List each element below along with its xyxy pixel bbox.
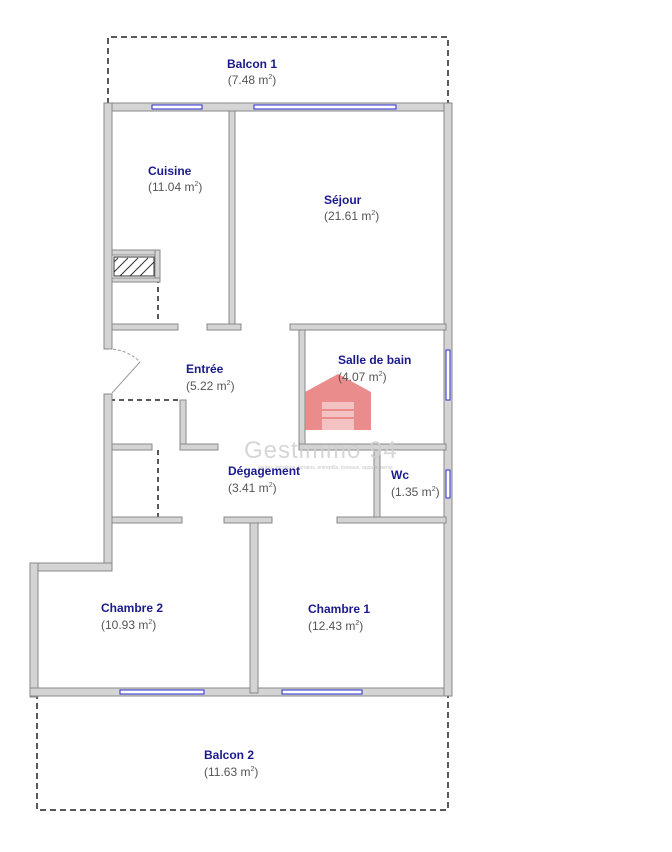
walls: [29, 102, 453, 698]
room-area: (11.04 m2): [148, 180, 202, 194]
room-sejour: Séjour (21.61 m2): [324, 193, 379, 223]
wall: [228, 110, 236, 331]
wall: [29, 562, 39, 698]
window: [445, 469, 451, 499]
room-name: Balcon 2: [204, 748, 254, 762]
room-area: (1.35 m2): [391, 485, 440, 499]
wall: [103, 393, 113, 565]
room-entree: Entrée (5.22 m2): [186, 362, 235, 393]
room-area: (21.61 m2): [324, 209, 379, 223]
windows: [119, 104, 451, 695]
wall: [179, 399, 187, 447]
room-chambre-1: Chambre 1 (12.43 m2): [308, 602, 370, 633]
room-name: Dégagement: [228, 464, 300, 478]
dashed-partitions: [110, 278, 180, 520]
room-area: (12.43 m2): [308, 619, 363, 633]
wall: [111, 323, 179, 331]
wall: [111, 249, 161, 256]
wall: [289, 323, 447, 331]
room-name: Chambre 2: [101, 601, 163, 615]
wall: [111, 277, 161, 283]
room-name: Wc: [391, 468, 409, 482]
wall: [206, 323, 242, 331]
room-area: (3.41 m2): [228, 481, 277, 495]
wall: [154, 249, 161, 281]
window: [253, 104, 397, 110]
room-area: (5.22 m2): [186, 379, 235, 393]
balcon-1-outline: [107, 36, 449, 104]
wall: [298, 443, 447, 451]
wall: [111, 443, 153, 451]
room-wc: Wc (1.35 m2): [391, 468, 440, 499]
room-balcon-2: Balcon 2 (11.63 m2): [204, 748, 258, 779]
window: [445, 349, 451, 401]
room-area: (7.48 m2): [228, 73, 277, 87]
balcon-2-outline: [36, 693, 449, 811]
window: [281, 689, 363, 695]
wall: [103, 102, 113, 350]
room-name: Chambre 1: [308, 602, 370, 616]
chimney-hatch: [113, 256, 155, 277]
window: [151, 104, 203, 110]
watermark-tagline: ventes, locations, terrains, entrepôts, …: [258, 465, 393, 471]
room-name: Salle de bain: [338, 353, 411, 367]
watermark: Gestimmo 94 ventes, locations, terrains,…: [244, 374, 398, 471]
room-area: (10.93 m2): [101, 618, 156, 632]
wall: [298, 329, 306, 447]
room-area: (11.63 m2): [204, 765, 258, 779]
room-salle-de-bain: Salle de bain (4.07 m2): [338, 353, 411, 384]
window: [119, 689, 205, 695]
wall: [29, 562, 113, 572]
entrance-door: [107, 348, 141, 394]
room-balcon-1: Balcon 1 (7.48 m2): [227, 57, 277, 87]
wall: [29, 687, 452, 697]
room-area: (4.07 m2): [338, 370, 387, 384]
room-name: Entrée: [186, 362, 224, 376]
room-chambre-2: Chambre 2 (10.93 m2): [101, 601, 163, 632]
wall: [111, 516, 183, 524]
door-leaf: [111, 361, 141, 394]
door-swing: [107, 348, 141, 363]
wall: [336, 516, 447, 524]
room-name: Cuisine: [148, 164, 192, 178]
balcony-outlines: [36, 36, 449, 811]
room-cuisine: Cuisine (11.04 m2): [148, 164, 202, 194]
wall: [223, 516, 273, 524]
wall: [249, 522, 259, 694]
room-name: Balcon 1: [227, 57, 277, 71]
watermark-brand: Gestimmo 94: [244, 437, 398, 464]
room-degagement: Dégagement (3.41 m2): [228, 464, 300, 495]
room-labels: Balcon 1 (7.48 m2) Cuisine (11.04 m2) Séjour…: [101, 57, 440, 779]
wall: [179, 443, 219, 451]
room-name: Séjour: [324, 193, 362, 207]
